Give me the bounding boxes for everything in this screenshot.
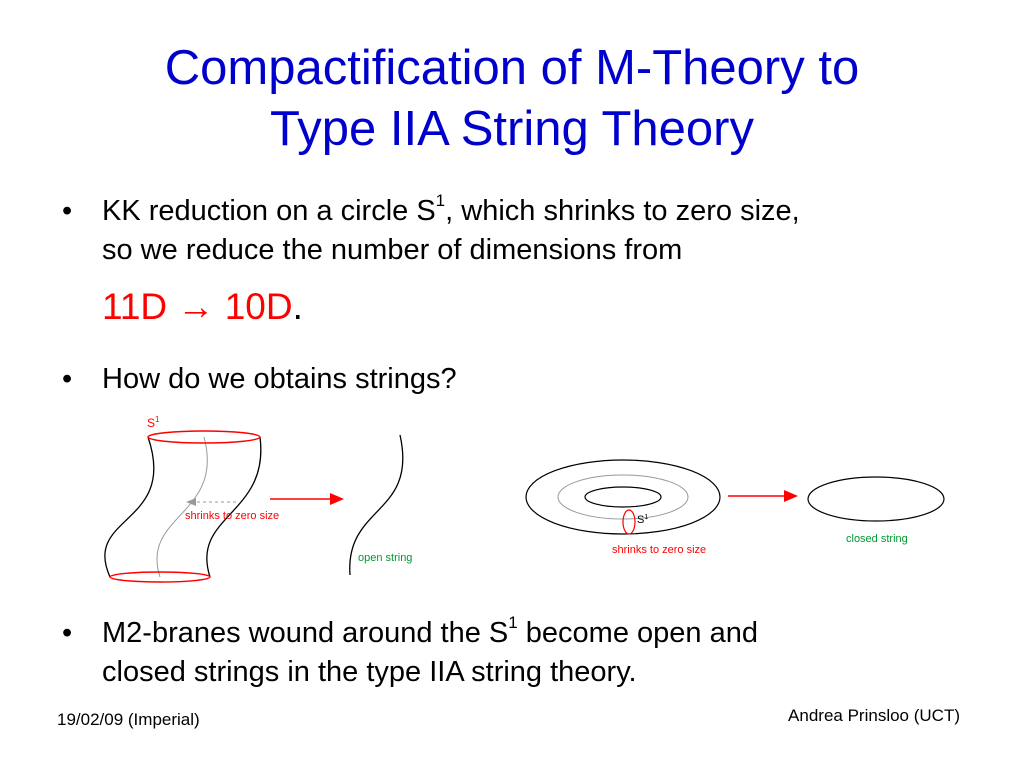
dimension-formula: 11D → 10D. — [102, 285, 303, 329]
torus-s1-label: S1 — [637, 514, 648, 526]
closed-string-label: closed string — [846, 533, 908, 545]
torus-inner — [584, 486, 662, 508]
cylinder-figure: S1 shrinks to zero size — [104, 415, 279, 583]
slide-title: Compactification of M-Theory to Type IIA… — [40, 38, 984, 160]
open-string-curve — [349, 434, 404, 576]
formula-11d-to-10d: 11D → 10D — [102, 286, 293, 327]
arrow-to-open-string-head — [330, 493, 344, 505]
cylinder-left-edge — [104, 436, 155, 578]
shrink-arrow-head — [186, 498, 196, 506]
left-s1-label: S1 — [147, 415, 160, 430]
bullet-1-line-2: so we reduce the number of dimensions fr… — [102, 234, 683, 266]
cylinder-top-circle — [147, 430, 261, 444]
cylinder-grey-line — [156, 436, 208, 578]
cylinder-bottom-circle — [109, 571, 211, 583]
footer-author: Andrea Prinsloo (UCT) — [788, 706, 960, 725]
torus-outer — [525, 459, 721, 535]
torus-shrink-label: shrinks to zero size — [612, 544, 706, 556]
torus-middle — [557, 474, 689, 520]
open-string-label: open string — [358, 552, 412, 564]
cylinder-right-edge — [206, 436, 262, 578]
bullet-2-text: How do we obtains strings? — [102, 363, 457, 395]
bullet-marker: • — [62, 195, 73, 227]
bullet-marker: • — [62, 617, 73, 649]
torus-figure: S1 shrinks to zero size — [525, 459, 721, 556]
title-line-2: Type IIA String Theory — [270, 102, 754, 156]
bullet-3-line-1: M2-branes wound around the S1 become ope… — [102, 613, 758, 649]
bullet-marker: • — [62, 363, 73, 395]
bullet-1-line-1: KK reduction on a circle S1, which shrin… — [102, 191, 800, 227]
bullet-3-line-2: closed strings in the type IIA string th… — [102, 656, 637, 688]
torus-s1-circle — [622, 509, 636, 535]
arrow-to-closed-string-head — [784, 490, 798, 502]
compactification-diagram: S1 shrinks to zero size open string S1 s… — [104, 415, 945, 583]
left-shrink-label: shrinks to zero size — [185, 510, 279, 522]
closed-string-ellipse — [807, 476, 945, 522]
formula-period: . — [292, 286, 303, 327]
title-line-1: Compactification of M-Theory to — [164, 41, 860, 95]
footer-date: 19/02/09 (Imperial) — [57, 710, 200, 729]
